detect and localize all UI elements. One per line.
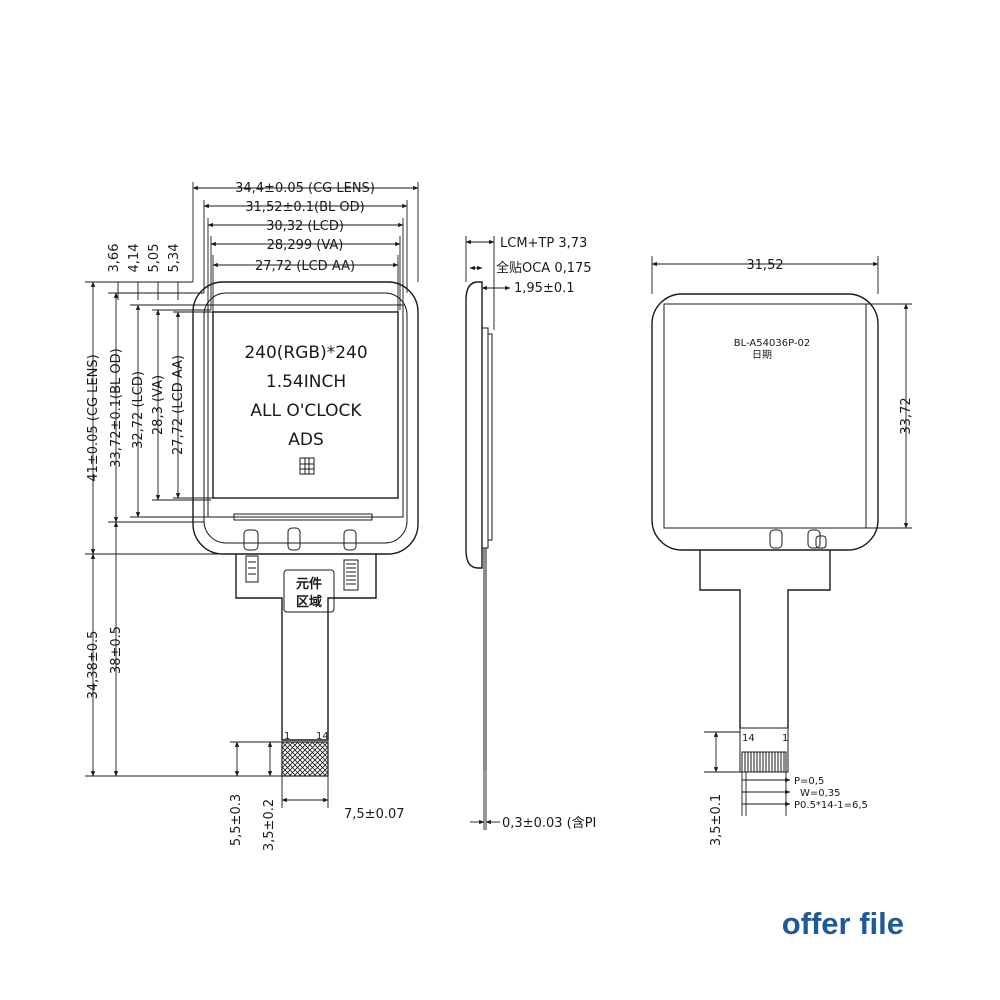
dim-aa-width: 27,72 (LCD AA)	[255, 259, 355, 274]
left-dimensions	[85, 281, 329, 808]
side-dim-lcm-tp: LCM+TP 3,73	[500, 236, 587, 251]
dim-offset-4: 5,34	[167, 244, 182, 273]
back-bl-area	[663, 303, 867, 529]
dim-cg-lens-height: 41±0.05 (CG LENS)	[86, 354, 101, 481]
lcd-type-text: ADS	[288, 430, 324, 450]
pin-first-label: 1	[284, 731, 290, 742]
component-area-label-2: 区域	[296, 594, 322, 610]
back-fpc-outline	[699, 550, 831, 728]
offer-file-label: offer file	[781, 906, 904, 941]
back-outline	[651, 293, 879, 551]
back-pitch-note: P=0,5	[794, 776, 824, 787]
side-dim-fpc: 0,3±0.03 (含PI	[502, 815, 596, 831]
driver-ic-strip	[233, 513, 373, 521]
lcd-resolution-text: 240(RGB)*240	[244, 343, 367, 363]
active-area	[212, 311, 399, 499]
back-view	[651, 256, 912, 816]
dim-fpc-length-2: 38±0.5	[109, 626, 124, 674]
back-pin-last-label: 1	[782, 733, 788, 744]
dim-offset-2: 4,14	[127, 244, 142, 273]
dim-tail-1: 5,5±0.3	[229, 794, 244, 846]
fpc-outline	[235, 554, 377, 741]
lcd-brand-text: ALL O'CLOCK	[250, 401, 362, 421]
back-tail-dim: 3,5±0.1	[709, 794, 724, 846]
back-date-label: 日期	[752, 349, 772, 361]
dim-va-width: 28,299 (VA)	[267, 238, 344, 253]
dim-va-height: 28,3 (VA)	[151, 375, 166, 435]
dim-fpc-length-1: 34,38±0.5	[86, 631, 101, 700]
back-dim-width: 31,52	[746, 258, 783, 273]
dim-bl-width: 31,52±0.1(BL OD)	[245, 200, 364, 215]
dim-bl-height: 33,72±0.1(BL OD)	[109, 348, 124, 467]
component-area-box	[283, 569, 335, 613]
side-lens	[465, 281, 483, 569]
dim-cg-lens-width: 34,4±0.05 (CG LENS)	[235, 181, 375, 196]
side-dim-oca: 全贴OCA 0,175	[496, 260, 592, 276]
side-dim-lcd: 1,95±0.1	[514, 281, 575, 296]
dim-aa-height: 27,72 (LCD AA)	[171, 355, 186, 455]
front-view	[85, 182, 419, 808]
dim-lcd-width: 30,32 (LCD)	[266, 219, 344, 234]
text-layer: 34,4±0.05 (CG LENS) 31,52±0.1(BL OD) 30,…	[86, 181, 914, 851]
back-part-label: BL-A54036P-02	[734, 338, 810, 349]
top-dimensions	[192, 182, 419, 312]
fpc-contacts	[281, 741, 329, 777]
backlight-outline	[203, 292, 408, 544]
dim-offset-3: 5,05	[147, 244, 162, 273]
side-view	[465, 236, 511, 830]
lcd-outline	[207, 304, 404, 518]
back-width-note: W=0,35	[800, 788, 841, 799]
dim-lcd-height: 32,72 (LCD)	[131, 371, 146, 449]
component-area-label-1: 元件	[296, 576, 322, 592]
back-pin-first-label: 14	[742, 733, 755, 744]
dim-tail-width: 7,5±0.07	[344, 807, 405, 822]
lcd-logo-icon	[299, 457, 315, 475]
cg-lens-outline	[192, 281, 419, 555]
back-span-note: P0.5*14-1=6,5	[794, 800, 868, 811]
lcd-size-text: 1.54INCH	[266, 372, 346, 392]
side-lcd	[481, 327, 489, 549]
back-dim-height: 33,72	[899, 397, 914, 434]
dim-offset-1: 3,66	[107, 244, 122, 273]
pin-last-label: 14	[316, 731, 329, 742]
dim-tail-2: 3,5±0.2	[262, 799, 277, 851]
